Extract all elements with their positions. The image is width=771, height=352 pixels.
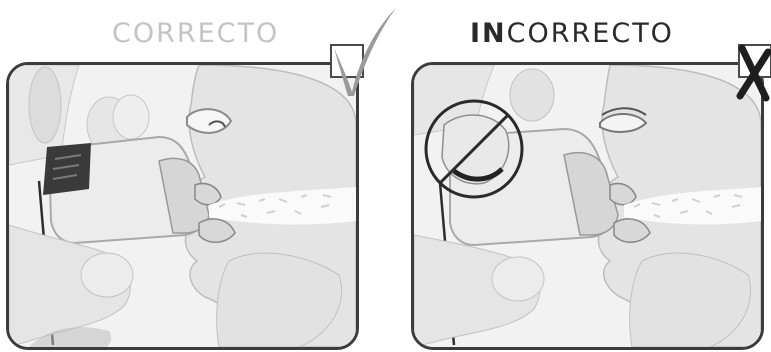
incorrect-title-prefix: IN [470, 18, 507, 49]
incorrect-technique-panel [411, 62, 764, 350]
incorrect-title-rest: CORRECTO [507, 18, 674, 49]
correct-checkbox [330, 44, 364, 78]
incorrect-checkbox [738, 44, 771, 78]
correct-technique-illustration [9, 65, 356, 347]
incorrect-technique-illustration [414, 65, 761, 347]
correct-technique-panel [6, 62, 359, 350]
correct-title: CORRECTO [112, 18, 279, 49]
incorrect-title: INCORRECTO [470, 18, 674, 49]
